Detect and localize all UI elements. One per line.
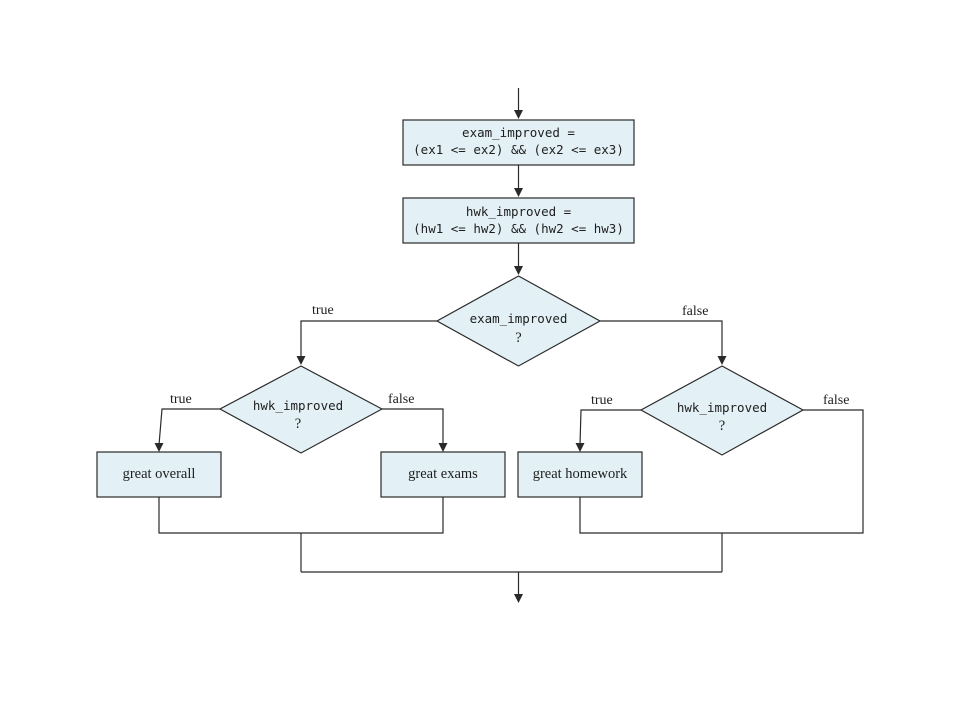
exam-decision-false-label: false [682, 304, 708, 319]
exam-assignment-line1: exam_improved = [462, 125, 575, 140]
hwk-improved-decision-left: hwk_improved ? [218, 365, 384, 454]
hwk-assignment-line1: hwk_improved = [466, 204, 571, 219]
great-homework-box: great homework [517, 451, 643, 498]
exam-decision-question: ? [515, 330, 521, 346]
exam-decision-true-label: true [312, 303, 334, 318]
hwk-right-false-branch: false [722, 393, 864, 534]
great-overall-box: great overall [96, 451, 222, 498]
entry-arrow [514, 88, 523, 119]
arrow-hwk-assignment-to-exam-decision [514, 243, 523, 275]
great-exams-box: great exams [380, 451, 506, 498]
hwk-decision-right-label: hwk_improved [677, 400, 767, 415]
exam-improved-assignment-box: exam_improved = (ex1 <= ex2) && (ex2 <= … [402, 119, 635, 166]
exam-assignment-line2: (ex1 <= ex2) && (ex2 <= ex3) [413, 142, 624, 157]
right-merge-connector [579, 497, 723, 572]
hwk-left-false-label: false [388, 392, 414, 407]
hwk-left-false-branch: false [382, 392, 448, 452]
hwk-improved-decision-right: hwk_improved ? [639, 365, 805, 456]
hwk-right-true-branch: true [575, 393, 641, 452]
exam-decision-false-branch: false [600, 304, 727, 365]
left-merge-connector [158, 497, 444, 572]
great-exams-label: great exams [408, 466, 478, 482]
exit-arrow [514, 572, 523, 603]
exam-decision-label: exam_improved [470, 311, 568, 326]
hwk-assignment-line2: (hw1 <= hw2) && (hw2 <= hw3) [413, 221, 624, 236]
arrow-exam-to-hwk-assignment [514, 165, 523, 197]
hwk-right-true-label: true [591, 393, 613, 408]
exam-improved-decision: exam_improved ? [435, 275, 602, 367]
hwk-left-true-label: true [170, 392, 192, 407]
hwk-decision-left-label: hwk_improved [253, 398, 343, 413]
exam-decision-true-branch: true [296, 303, 437, 365]
great-overall-label: great overall [123, 466, 196, 482]
great-homework-label: great homework [533, 466, 628, 482]
hwk-left-true-branch: true [154, 392, 220, 452]
hwk-decision-left-question: ? [295, 416, 301, 432]
hwk-decision-right-question: ? [719, 418, 725, 434]
hwk-right-false-label: false [823, 393, 849, 408]
hwk-improved-assignment-box: hwk_improved = (hw1 <= hw2) && (hw2 <= h… [402, 197, 635, 244]
